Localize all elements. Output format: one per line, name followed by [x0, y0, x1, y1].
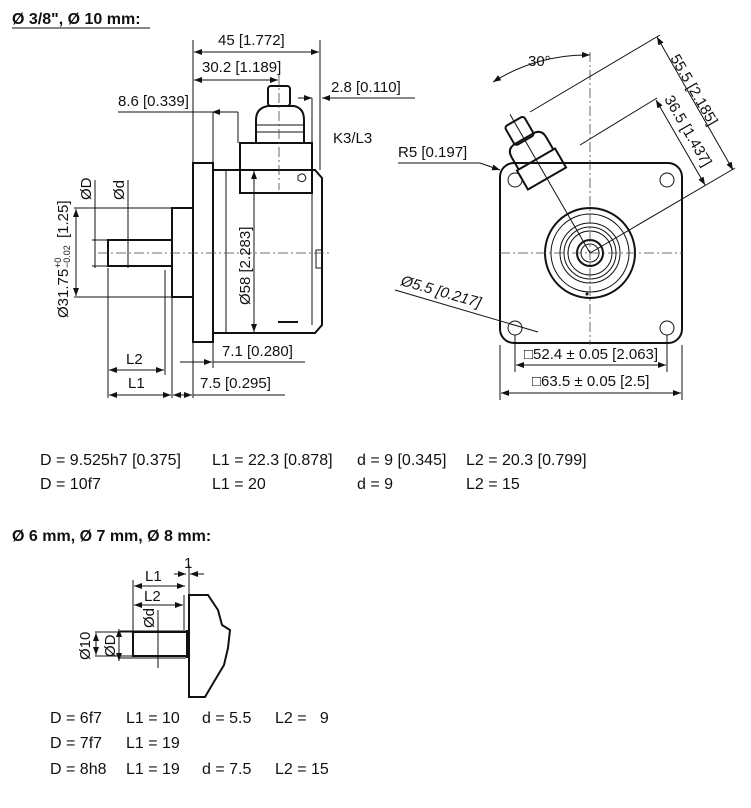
L1-label: L1 [128, 375, 145, 392]
dia-31-75-inch: [1.25] [55, 200, 72, 238]
connector-box [239, 142, 313, 194]
t2-r2-c1: L1 = 19 [126, 761, 180, 778]
flange [192, 162, 214, 343]
square-63-5: □63.5 ± 0.05 [2.5] [532, 373, 649, 390]
small-dim-1: 1 [184, 555, 192, 572]
small-L1: L1 [145, 568, 162, 585]
front-view [499, 52, 683, 345]
t2-r0-c1: L1 = 10 [126, 710, 180, 727]
dim-8-6: 8.6 [0.339] [118, 93, 189, 110]
t1-r0-c2: d = 9 [0.345] [357, 452, 447, 469]
dim-7-1: 7.1 [0.280] [222, 343, 293, 360]
small-L2: L2 [144, 588, 161, 605]
dia-58: Ø58 [2.283] [237, 227, 254, 305]
front-view-dimensions: 30° 55.5 [2.185] 36.5 [1.437] R5 [0.197]… [394, 34, 736, 400]
small-dia-D: ØD [102, 634, 119, 657]
dia-10: Ø10 [77, 632, 94, 660]
t2-r2-c0: D = 8h8 [50, 761, 107, 778]
dim-30-2: 30.2 [1.189] [202, 59, 281, 76]
t1-r0-c1: L1 = 22.3 [0.878] [212, 452, 333, 469]
t2-r1-c0: D = 7f7 [50, 735, 103, 752]
t1-r1-c1: L1 = 20 [212, 476, 266, 493]
dia-d: Ød [111, 180, 128, 200]
small-dia-d: Ød [141, 608, 158, 628]
t2-r1-c1: L1 = 19 [126, 735, 180, 752]
angled-cable-gland [504, 114, 591, 254]
t2-r0-c2: d = 5.5 [202, 710, 252, 727]
dim-45: 45 [1.772] [218, 32, 285, 49]
t1-r0-c3: L2 = 20.3 [0.799] [466, 452, 587, 469]
dim-2-8: 2.8 [0.110] [331, 79, 401, 96]
t1-r0-c0: D = 9.525h7 [0.375] [40, 452, 181, 469]
dia-31-75: Ø31.75 [55, 269, 72, 318]
radius-label: R5 [0.197] [398, 144, 467, 161]
angle-30: 30° [528, 53, 551, 70]
t1-r1-c2: d = 9 [357, 476, 394, 493]
section1-title: Ø 3/8", Ø 10 mm: [12, 11, 141, 28]
hole-diameter: Ø5.5 [0.217] [398, 272, 484, 312]
tolerance-lower: −0.02 [62, 245, 72, 268]
t1-r1-c3: L2 = 15 [466, 476, 520, 493]
side-view [98, 75, 330, 343]
t2-r0-c3: L2 = 9 [275, 710, 329, 727]
section2-title: Ø 6 mm, Ø 7 mm, Ø 8 mm: [12, 528, 211, 545]
t2-r2-c3: L2 = 15 [275, 761, 329, 778]
dim-7-5: 7.5 [0.295] [200, 375, 271, 392]
tolerance-upper: +0 [53, 258, 63, 268]
connector-label: K3/L3 [333, 130, 372, 147]
square-52-4: □52.4 ± 0.05 [2.063] [524, 346, 658, 363]
small-shaft-view: Ø10 ØD Ød L2 L1 1 [77, 555, 232, 698]
t2-r0-c0: D = 6f7 [50, 710, 103, 727]
housing [212, 169, 323, 334]
hub [171, 207, 194, 298]
t2-r2-c2: d = 7.5 [202, 761, 252, 778]
L2-label: L2 [126, 351, 143, 368]
t1-r1-c0: D = 10f7 [40, 476, 101, 493]
side-view-dimensions: 45 [1.772] 30.2 [1.189] 8.6 [0.339] 2.8 … [53, 32, 415, 398]
dia-D: ØD [78, 177, 95, 200]
mounting-holes [507, 172, 675, 336]
